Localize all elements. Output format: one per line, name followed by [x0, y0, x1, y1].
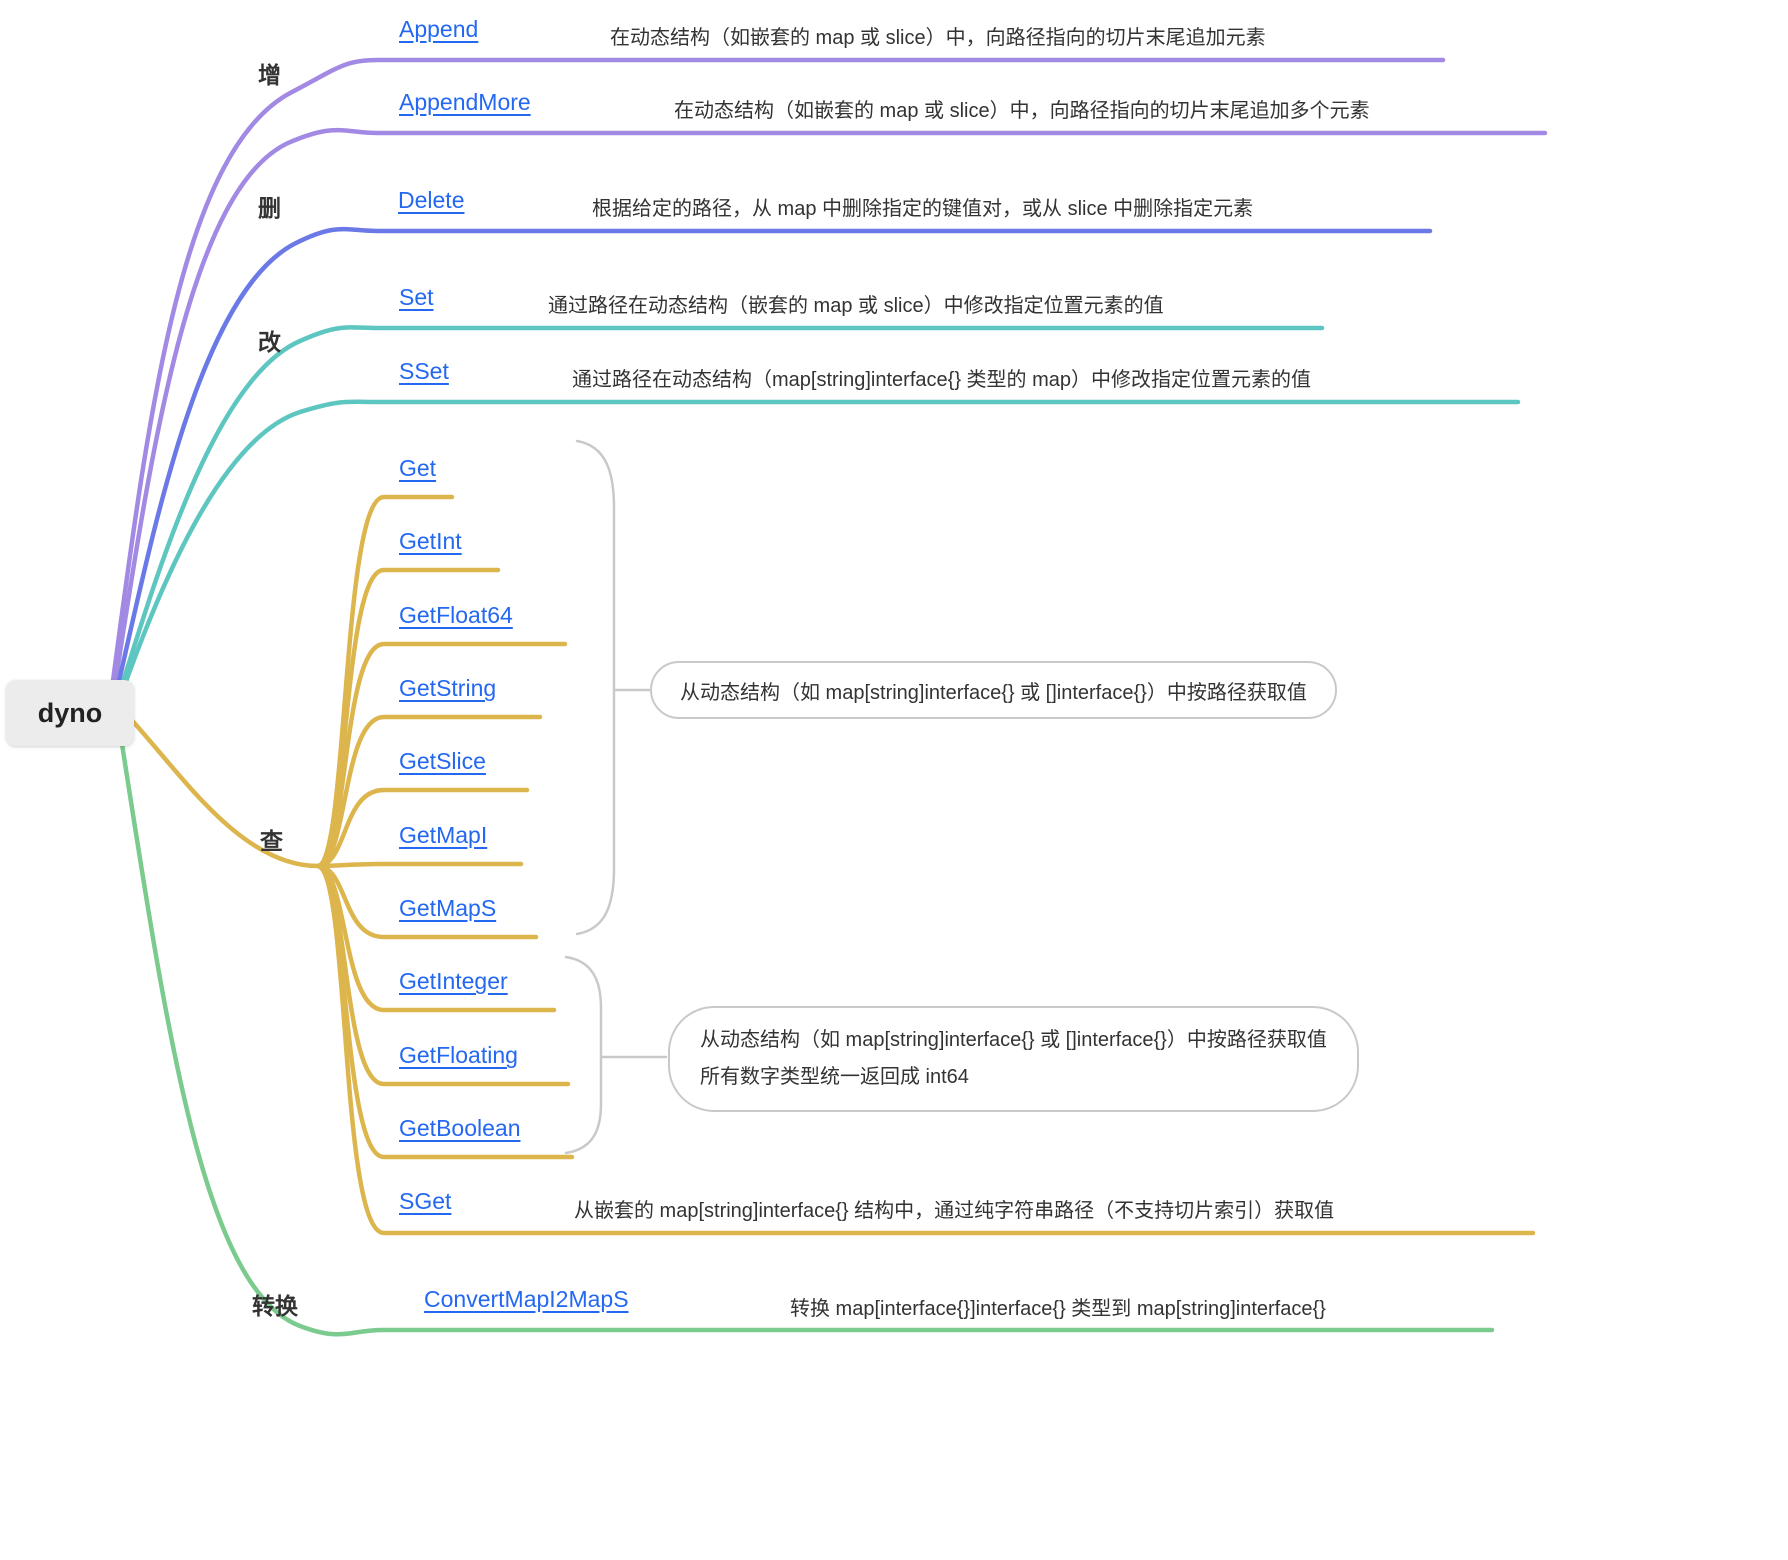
branch-label-convert: 转换	[252, 1293, 298, 1319]
branch-line-sget	[315, 863, 1536, 1236]
group-desc-bubble-basic: 从动态结构（如 map[string]interface{} 或 []inter…	[650, 661, 1337, 719]
group-desc-bubble-typed: 从动态结构（如 map[string]interface{} 或 []inter…	[668, 1006, 1359, 1112]
branch-line-getstring	[315, 714, 543, 869]
method-link-getmaps[interactable]: GetMapS	[399, 895, 497, 921]
branch-line-sset	[116, 399, 1521, 704]
branch-line-getslice	[315, 787, 530, 869]
branch-line-set	[115, 325, 1325, 701]
method-link-sset[interactable]: SSet	[399, 358, 449, 384]
method-link-getfloating[interactable]: GetFloating	[399, 1042, 518, 1068]
branch-label-add: 增	[258, 62, 281, 88]
method-link-getint[interactable]: GetInt	[399, 528, 462, 554]
method-link-delete[interactable]: Delete	[398, 187, 465, 213]
method-link-append[interactable]: Append	[399, 16, 479, 42]
method-link-set[interactable]: Set	[399, 284, 434, 310]
group-desc-typed-line1: 从动态结构（如 map[string]interface{} 或 []inter…	[700, 1029, 1327, 1051]
method-desc-set: 通过路径在动态结构（嵌套的 map 或 slice）中修改指定位置元素的值	[548, 295, 1164, 317]
branch-line-convert	[119, 741, 1495, 1337]
group-bracket-basic	[575, 439, 616, 936]
method-link-get[interactable]: Get	[399, 455, 437, 481]
method-desc-convertmapi2maps: 转换 map[interface{}]interface{} 类型到 map[s…	[790, 1298, 1326, 1320]
branch-label-delete: 删	[258, 195, 281, 221]
branch-label-modify: 改	[258, 329, 281, 355]
method-link-getstring[interactable]: GetString	[399, 675, 497, 701]
method-link-getmapi[interactable]: GetMapI	[399, 822, 488, 848]
dyno-root-node[interactable]: dyno	[6, 680, 134, 746]
group-bracket-typed	[564, 955, 603, 1155]
method-desc-append: 在动态结构（如嵌套的 map 或 slice）中，向路径指向的切片末尾追加元素	[610, 27, 1266, 49]
method-link-getslice[interactable]: GetSlice	[399, 748, 486, 774]
method-link-convertmapi2maps[interactable]: ConvertMapI2MapS	[424, 1286, 629, 1312]
method-link-getinteger[interactable]: GetInteger	[399, 968, 508, 994]
branch-line-getmapi	[315, 861, 524, 869]
branch-line-appendmore	[111, 127, 1548, 694]
group-desc-basic-text: 从动态结构（如 map[string]interface{} 或 []inter…	[680, 681, 1307, 704]
group-desc-typed-line2: 所有数字类型统一返回成 int64	[700, 1066, 969, 1088]
method-desc-delete: 根据给定的路径，从 map 中删除指定的键值对，或从 slice 中删除指定元素	[592, 198, 1254, 220]
branch-trunk-query	[125, 713, 321, 869]
method-link-getfloat64[interactable]: GetFloat64	[399, 602, 513, 628]
branch-line-append	[109, 57, 1446, 691]
method-desc-sget: 从嵌套的 map[string]interface{} 结构中，通过纯字符串路径…	[574, 1200, 1335, 1222]
branch-line-delete	[113, 226, 1433, 697]
method-link-appendmore[interactable]: AppendMore	[399, 89, 531, 115]
branch-label-query: 查	[260, 828, 283, 854]
method-desc-sset: 通过路径在动态结构（map[string]interface{} 类型的 map…	[572, 369, 1312, 391]
method-link-sget[interactable]: SGet	[399, 1188, 452, 1214]
method-link-getboolean[interactable]: GetBoolean	[399, 1115, 521, 1141]
method-desc-appendmore: 在动态结构（如嵌套的 map 或 slice）中，向路径指向的切片末尾追加多个元…	[674, 100, 1370, 122]
